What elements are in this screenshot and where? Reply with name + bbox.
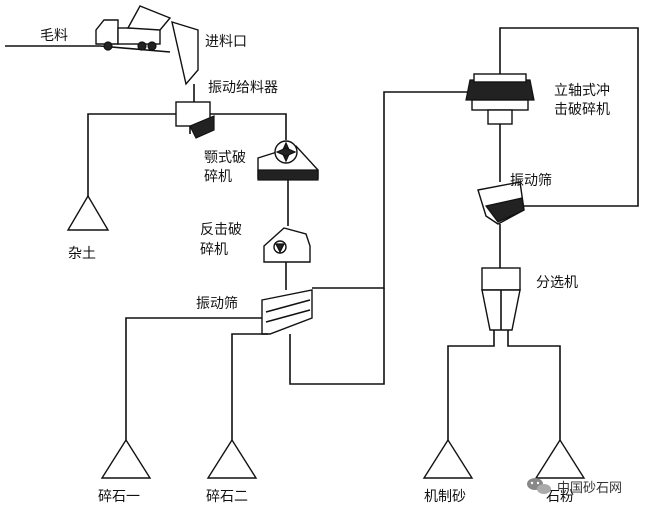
vibrating-screen-2-label: 振动筛 — [510, 173, 552, 189]
jaw-crusher-label-1: 颚式破 — [204, 150, 246, 166]
powder-line — [507, 330, 561, 440]
screen1-recycle-line — [289, 288, 385, 385]
feed-inlet-label: 进料口 — [205, 34, 247, 50]
dump-truck-icon — [95, 5, 172, 51]
classifier-label: 分选机 — [536, 275, 578, 291]
jaw-crusher — [257, 140, 319, 181]
impact-crusher-label-2: 碎机 — [200, 242, 228, 258]
watermark-text: 中国砂石网 — [557, 481, 622, 496]
gravel1-line — [125, 317, 262, 440]
machine-sand-pile — [422, 438, 474, 479]
classifier — [481, 267, 521, 331]
vibrating-feeder-label: 振动给料器 — [208, 80, 278, 96]
feeder-to-jaw-line — [210, 113, 287, 140]
gravel2-pile — [206, 438, 258, 479]
debris-pile — [66, 194, 110, 231]
raw-material-label: 毛料 — [40, 28, 68, 44]
debris-line — [87, 113, 176, 196]
wechat-icon — [527, 478, 551, 494]
watermark: 中国砂石网 — [527, 478, 622, 496]
powder-pile — [534, 438, 586, 479]
vsi-crusher-label-1: 立轴式冲 — [554, 83, 610, 99]
vsi-crusher-label-2: 击破碎机 — [554, 102, 610, 118]
gravel1-label: 碎石一 — [98, 489, 140, 505]
vsi-crusher — [465, 64, 535, 125]
debris-label: 杂土 — [68, 246, 96, 262]
screen1-to-vsi-line — [312, 91, 470, 289]
machine-sand-line — [447, 330, 495, 440]
impact-crusher — [263, 227, 311, 263]
machine-sand-label: 机制砂 — [424, 489, 466, 505]
vibrating-screen-1-label: 振动筛 — [196, 296, 238, 312]
gravel2-label: 碎石二 — [206, 489, 248, 505]
vibrating-feeder — [175, 101, 215, 139]
gravel1-pile — [100, 438, 152, 479]
gravel2-line — [231, 333, 268, 440]
vibrating-screen-2 — [477, 181, 525, 225]
jaw-crusher-label-2: 碎机 — [204, 169, 232, 185]
screen2-recycle-line — [499, 27, 639, 207]
feed-hopper — [171, 20, 199, 102]
powder-label: 石粉 — [546, 489, 574, 505]
vibrating-screen-1 — [261, 289, 313, 335]
impact-crusher-label-1: 反击破 — [200, 222, 242, 238]
